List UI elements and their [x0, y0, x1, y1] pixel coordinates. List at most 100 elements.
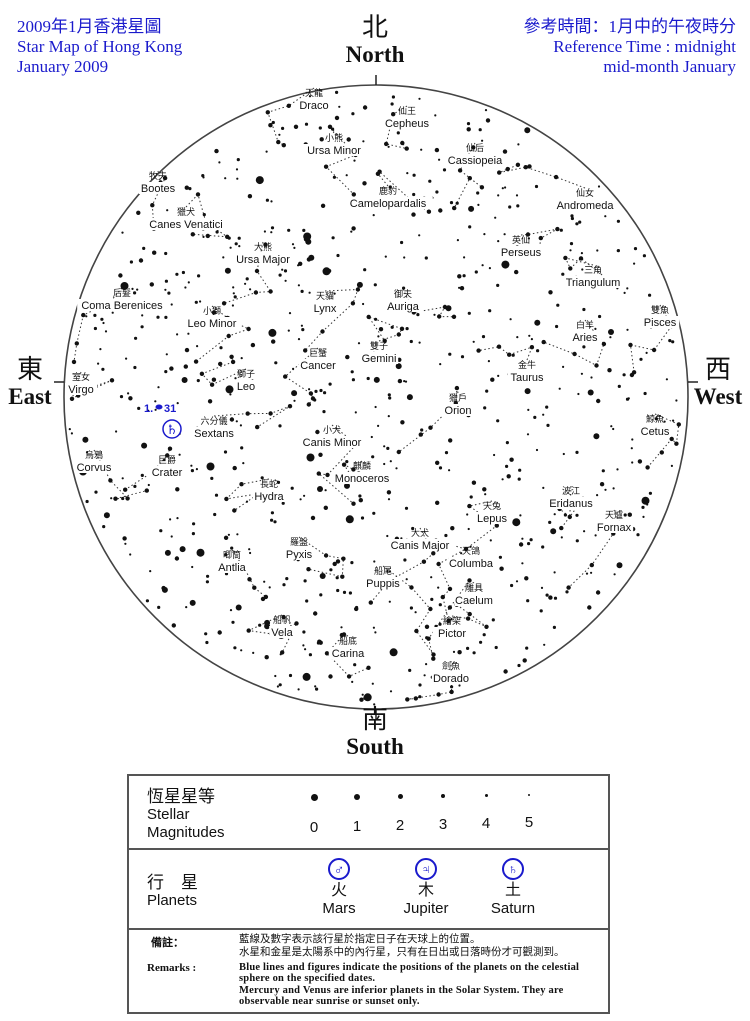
constellation-name-en: Cancer — [300, 360, 336, 372]
constellation-name-en: Draco — [299, 100, 328, 112]
constellation-name-en: Virgo — [68, 384, 93, 396]
jupiter-symbol-icon: ♃ — [415, 858, 437, 880]
saturn-date-label: 1. — [144, 403, 153, 415]
remarks-zh-line-1: 藍線及數字表示該行星於指定日子在天球上的位置。 — [239, 934, 481, 945]
constellation-name-zh: 獅子 — [237, 368, 255, 380]
constellation-name-en: Cetus — [641, 426, 670, 438]
direction-ticks — [54, 75, 698, 719]
title-english: Star Map of Hong Kong — [17, 37, 183, 56]
constellation-name-en: Cassiopeia — [448, 155, 503, 167]
constellation-name-en: Andromeda — [557, 200, 615, 212]
constellation-name-en: Pisces — [644, 317, 677, 329]
direction-south: 南 South — [346, 705, 404, 760]
constellation-name-zh: 天龍 — [305, 87, 323, 99]
constellation-name-zh: 室女 — [72, 371, 90, 383]
magnitude-label: 0 — [309, 819, 319, 836]
constellation-name-en: Pictor — [438, 628, 466, 640]
constellation-name-zh: 獵犬 — [177, 206, 195, 218]
constellation-name-zh: 英仙 — [512, 234, 530, 246]
magnitude-label: 3 — [438, 816, 448, 833]
magnitude-2: 2 — [385, 794, 415, 834]
reference-time-chinese: 參考時間：1月中的午夜時分 — [523, 17, 737, 36]
constellation-name-zh: 天兔 — [483, 500, 501, 512]
planet-name-en: Jupiter — [403, 900, 449, 917]
constellation-name-zh: 波江 — [562, 485, 580, 497]
title-chinese: 2009年1月香港星圖 — [17, 17, 162, 36]
magnitude-dot-icon — [484, 794, 488, 797]
constellation-name-en: Crater — [152, 467, 183, 479]
constellation-name-zh: 船底 — [339, 635, 357, 647]
constellation-name-en: Ursa Minor — [307, 145, 361, 157]
constellation-name-en: Perseus — [501, 247, 542, 259]
constellation-name-zh: 長蛇 — [260, 478, 278, 490]
remarks-label-zh: 備註： — [151, 937, 184, 949]
constellation-name-zh: 白羊 — [576, 319, 594, 331]
saturn-icon — [162, 419, 182, 439]
legend-remarks: 備註： 藍線及數字表示該行星於指定日子在天球上的位置。 水星和金星是太陽系中的內… — [129, 928, 608, 1012]
remarks-en-line-1: Blue lines and figures indicate the posi… — [239, 962, 580, 973]
constellation-name-zh: 麒麟 — [353, 460, 371, 472]
saturn-symbol-icon: ♄ — [502, 858, 524, 880]
magnitude-dot-icon — [397, 794, 403, 799]
remarks-zh-line-2: 水星和金星是太陽系中的內行星，只有在日出或日落時份才可觀測到。 — [239, 947, 565, 958]
constellation-name-zh: 牧夫 — [149, 170, 167, 182]
constellation-name-zh: 鯨魚 — [646, 413, 664, 425]
constellation-name-en: Ursa Major — [236, 254, 290, 266]
magnitude-label: 5 — [524, 814, 534, 831]
constellation-name-zh: 船帆 — [273, 614, 291, 626]
planet-name-en: Mars — [322, 900, 356, 917]
constellation-name-zh: 劍魚 — [442, 660, 460, 672]
constellation-name-en: Taurus — [510, 372, 544, 384]
magnitude-3: 3 — [428, 794, 458, 833]
constellation-name-zh: 鹿豹 — [379, 185, 397, 197]
direction-east: 東 East — [8, 355, 52, 410]
constellation-name-en: Caelum — [455, 595, 493, 607]
planet-name-en: Saturn — [490, 900, 536, 917]
constellation-name-zh: 天爐 — [605, 509, 623, 521]
constellation-name-zh: 后髮 — [113, 287, 131, 299]
magnitude-1: 1 — [342, 794, 372, 835]
constellation-name-zh: 巨蟹 — [309, 347, 327, 359]
planet-name-zh: 木 — [417, 882, 434, 899]
mars-symbol-icon: ♂ — [328, 858, 350, 880]
constellation-name-zh: 小熊 — [325, 132, 343, 144]
constellation-name-en: Puppis — [366, 578, 400, 590]
constellation-name-en: Antlia — [218, 562, 246, 574]
remarks-label-en: Remarks : — [147, 962, 197, 974]
constellation-name-zh: 小獅 — [203, 305, 221, 317]
direction-north: 北 North — [345, 13, 405, 68]
constellation-name-zh: 大熊 — [254, 241, 272, 253]
constellation-name-en: Canis Minor — [303, 437, 362, 449]
constellation-name-zh: 仙王 — [398, 105, 416, 117]
constellation-name-en: Camelopardalis — [350, 198, 427, 210]
constellation-name-en: Cepheus — [385, 118, 430, 130]
magnitudes-title-zh: 恆星星等 — [147, 787, 215, 806]
reference-time-month: mid-month January — [603, 57, 736, 76]
constellation-name-zh: 雙魚 — [651, 304, 669, 316]
constellation-name-en: Eridanus — [549, 498, 593, 510]
constellation-name-en: Lepus — [477, 513, 507, 525]
